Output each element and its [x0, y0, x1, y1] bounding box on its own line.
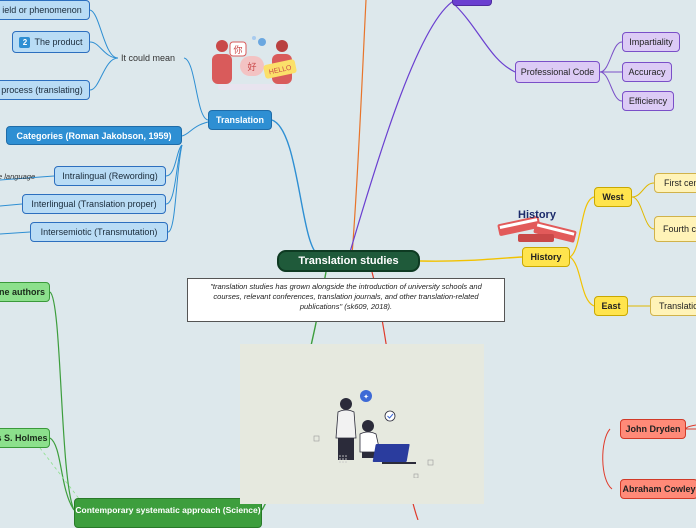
meaning-field-or-phenomenon[interactable]: ield or phenomenon	[0, 0, 90, 20]
contemporary-approach-node[interactable]: Contemporary systematic approach (Scienc…	[74, 498, 262, 528]
history-node[interactable]: History	[522, 247, 570, 267]
category-intralingual[interactable]: Intralingual (Rewording)	[54, 166, 166, 186]
svg-text:你: 你	[233, 44, 242, 56]
category-intersemiotic[interactable]: Intersemiotic (Transmutation)	[30, 222, 168, 242]
west-node[interactable]: West	[594, 187, 632, 207]
west-first-century[interactable]: First cen	[654, 173, 696, 193]
east-node[interactable]: East	[594, 296, 628, 316]
number-badge-2: 2	[19, 36, 31, 48]
code-efficiency[interactable]: Efficiency	[622, 91, 674, 111]
history-books-icon: History	[497, 209, 577, 243]
west-fourth-century[interactable]: Fourth c	[654, 216, 696, 242]
meaning-the-product[interactable]: 2 The product	[12, 31, 90, 53]
person-abraham-cowley[interactable]: Abraham Cowley	[620, 479, 696, 499]
translation-node[interactable]: Translation	[208, 110, 272, 130]
same-language-note: e language	[0, 172, 36, 181]
office-workers-illustration-icon: ✦	[313, 390, 434, 478]
meaning-process-translating[interactable]: process (translating)	[0, 80, 90, 100]
professional-code-node[interactable]: Professional Code	[515, 61, 600, 83]
svg-text:好: 好	[247, 61, 256, 73]
svg-text:HELLO: HELLO	[268, 65, 292, 77]
it-could-mean-label[interactable]: It could mean	[121, 53, 176, 63]
code-impartiality[interactable]: Impartiality	[622, 32, 680, 52]
purple-topic-node[interactable]	[452, 0, 492, 6]
east-translation[interactable]: Translatio	[650, 296, 696, 316]
category-interlingual[interactable]: Interlingual (Translation proper)	[22, 194, 166, 214]
translators-illustration-icon: 你 好 HELLO	[212, 36, 297, 90]
categories-jakobson-node[interactable]: Categories (Roman Jakobson, 1959)	[6, 126, 182, 145]
code-accuracy[interactable]: Accuracy	[622, 62, 672, 82]
central-topic[interactable]: Translation studies	[277, 250, 420, 272]
illustration-panel	[240, 344, 484, 504]
quote-note: "translation studies has grown alongside…	[187, 278, 505, 322]
svg-text:✦: ✦	[363, 393, 369, 401]
svg-text:History: History	[518, 209, 557, 221]
authors-node[interactable]: ne authors	[0, 282, 50, 302]
holmes-node[interactable]: s S. Holmes	[0, 428, 50, 448]
person-john-dryden[interactable]: John Dryden	[620, 419, 686, 439]
